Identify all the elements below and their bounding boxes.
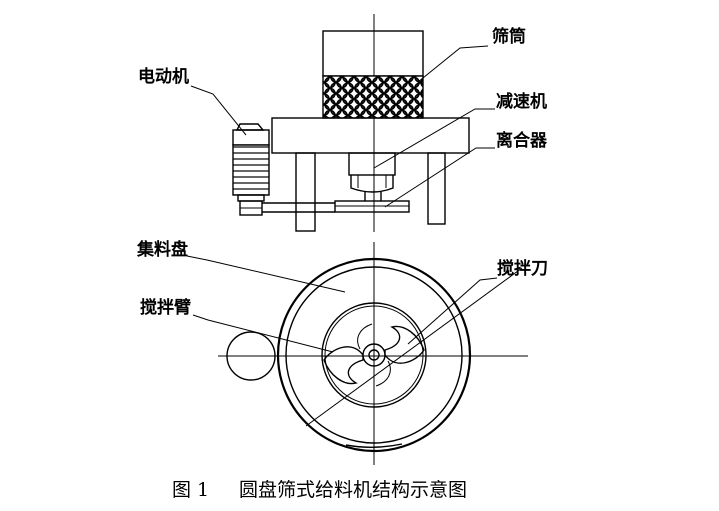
label-collecting-tray: 集料盘: [136, 239, 188, 260]
caption-title: 圆盘筛式给料机结构示意图: [239, 479, 467, 501]
top-plate: [271, 117, 470, 154]
belt-drive: [239, 200, 335, 216]
collecting-tray-outer: [276, 257, 472, 453]
stirring-blades: [323, 323, 425, 387]
label-motor: 电动机: [138, 66, 189, 87]
collecting-tray-inner: [285, 266, 463, 444]
label-clutch: 离合器: [496, 130, 548, 151]
plan-view: [218, 242, 528, 465]
clutch: [334, 200, 410, 213]
label-stirring-blade: 搅拌刀: [497, 258, 548, 279]
leg-right: [427, 152, 446, 225]
hub: [362, 343, 386, 367]
screen-ring: [321, 302, 427, 408]
elevation-view: [232, 14, 470, 232]
caption-figure-number: 图 1: [172, 479, 209, 501]
label-screen-drum: 筛筒: [492, 26, 526, 47]
label-reducer: 减速机: [496, 91, 547, 112]
leader-lines: [186, 45, 523, 427]
screen-drum: [322, 30, 424, 119]
leg-left: [295, 152, 316, 232]
motor: [232, 123, 270, 202]
label-stirring-arm: 搅拌臂: [140, 297, 191, 318]
side-roller: [226, 331, 276, 381]
reducer: [348, 152, 396, 193]
